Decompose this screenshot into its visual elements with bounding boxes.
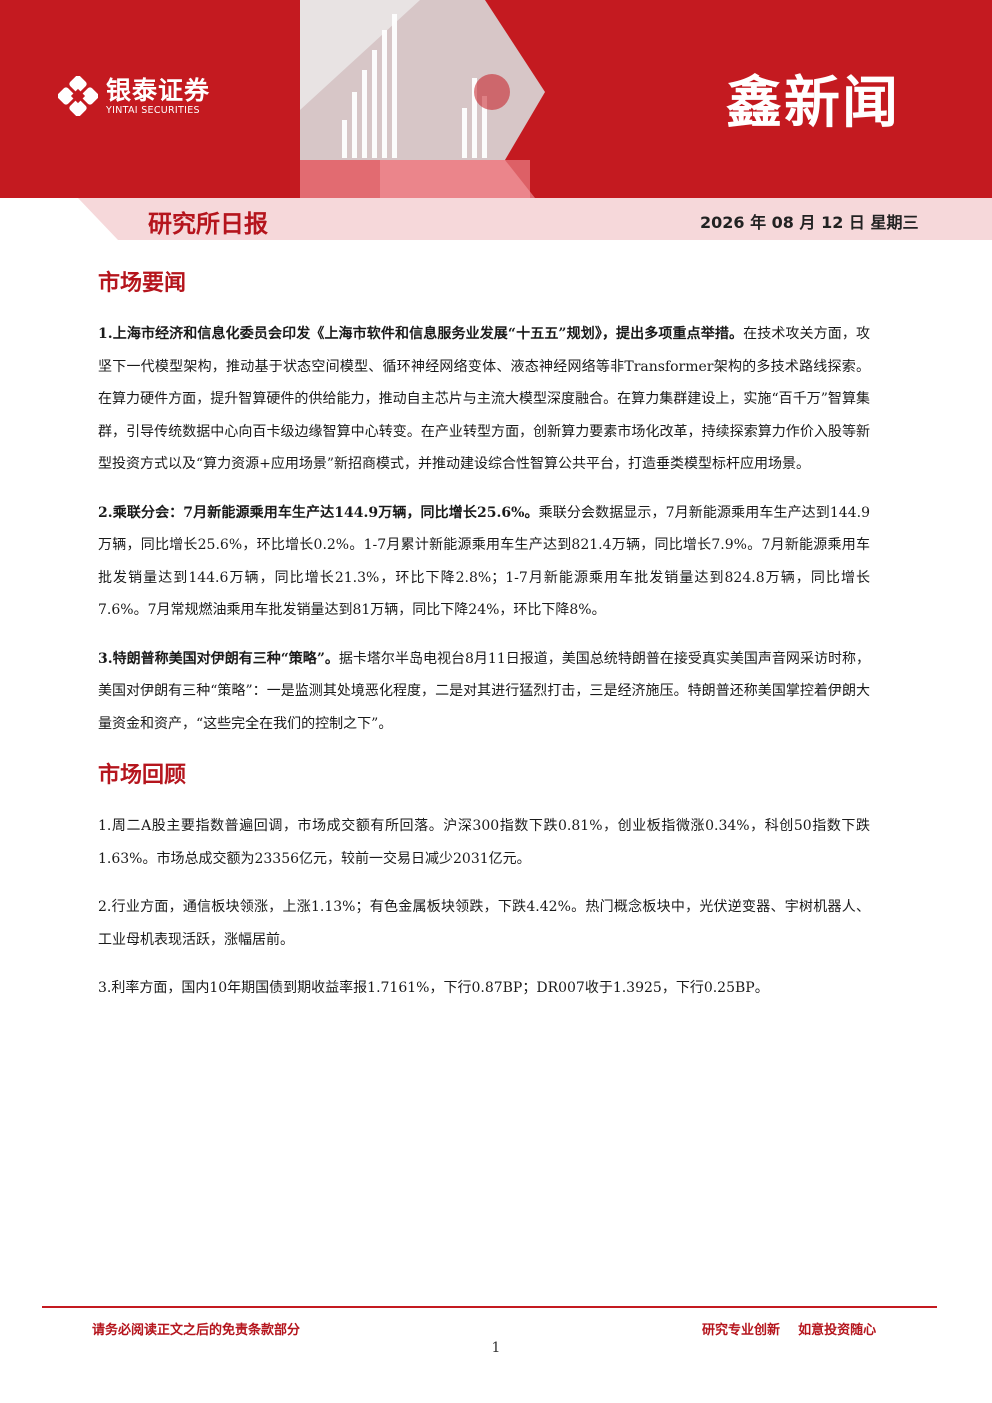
footer-disclaimer: 请务必阅读正文之后的免责条款部分 xyxy=(92,1323,301,1338)
news-item-headline: 2.乘联分会：7月新能源乘用车生产达144.9万辆，同比增长25.6%。 xyxy=(98,504,539,521)
brand-name-en: YINTAI SECURITIES xyxy=(106,104,200,116)
header-photo-sphere xyxy=(474,74,510,110)
news-item-body: 据卡塔尔半岛电视台8月11日报道，美国总统特朗普在接受真实美国声音网采访时称，美… xyxy=(98,650,870,732)
news-item-body: 在技术攻关方面，攻坚下一代模型架构，推动基于状态空间模型、循环神经网络变体、液态… xyxy=(98,326,871,472)
header-corner-left xyxy=(0,198,118,240)
brand-logo: 银泰证券 YINTAI SECURITIES xyxy=(58,76,210,116)
header-background xyxy=(0,0,992,240)
brand-name-cn: 银泰证券 xyxy=(106,75,211,105)
section-title-market-news: 市场要闻 xyxy=(98,271,187,296)
review-item: 3.利率方面，国内10年期国债到期收益率报1.7161%，下行0.87BP；DR… xyxy=(98,980,769,996)
news-item-headline: 1.上海市经济和信息化委员会印发《上海市软件和信息服务业发展“十五五”规划》，提… xyxy=(98,326,744,342)
footer-divider xyxy=(42,1306,937,1308)
report-title: 鑫新闻 xyxy=(726,71,900,136)
yintai-logo-icon xyxy=(58,76,98,116)
report-header: 银泰证券 YINTAI SECURITIES 鑫新闻 研究所日报 2026 年 … xyxy=(0,0,992,245)
report-body: 市场要闻 1.上海市经济和信息化委员会印发《上海市软件和信息服务业发展“十五五”… xyxy=(98,260,870,1005)
section-title-market-review: 市场回顾 xyxy=(98,763,187,788)
review-item: 2.行业方面，通信板块领涨，上涨1.13%；有色金属板块领跌，下跌4.42%。热… xyxy=(98,899,870,948)
report-date: 2026 年 08 月 12 日 星期三 xyxy=(700,213,919,232)
report-subtitle: 研究所日报 xyxy=(148,210,268,238)
header-bar-graphic xyxy=(342,14,487,158)
footer-slogan: 研究专业创新 如意投资随心 xyxy=(702,1323,877,1338)
news-item-body: 乘联分会数据显示，7月新能源乘用车生产达到144.9万辆，同比增长25.6%，环… xyxy=(98,504,870,619)
header-photo-light xyxy=(300,0,420,110)
news-item: 3.特朗普称美国对伊朗有三种“策略”。据卡塔尔半岛电视台8月11日报道，美国总统… xyxy=(98,643,870,741)
review-item: 1.周二A股主要指数普遍回调，市场成交额有所回落。沪深300指数下跌0.81%，… xyxy=(98,818,870,867)
page-number: 1 xyxy=(491,1340,501,1356)
news-item: 1.上海市经济和信息化委员会印发《上海市软件和信息服务业发展“十五五”规划》，提… xyxy=(98,318,870,481)
header-photo-reflection xyxy=(380,160,530,198)
news-item: 2.乘联分会：7月新能源乘用车生产达144.9万辆，同比增长25.6%。乘联分会… xyxy=(98,497,870,627)
news-item-headline: 3.特朗普称美国对伊朗有三种“策略”。 xyxy=(98,650,339,667)
header-pink-band xyxy=(78,198,992,240)
